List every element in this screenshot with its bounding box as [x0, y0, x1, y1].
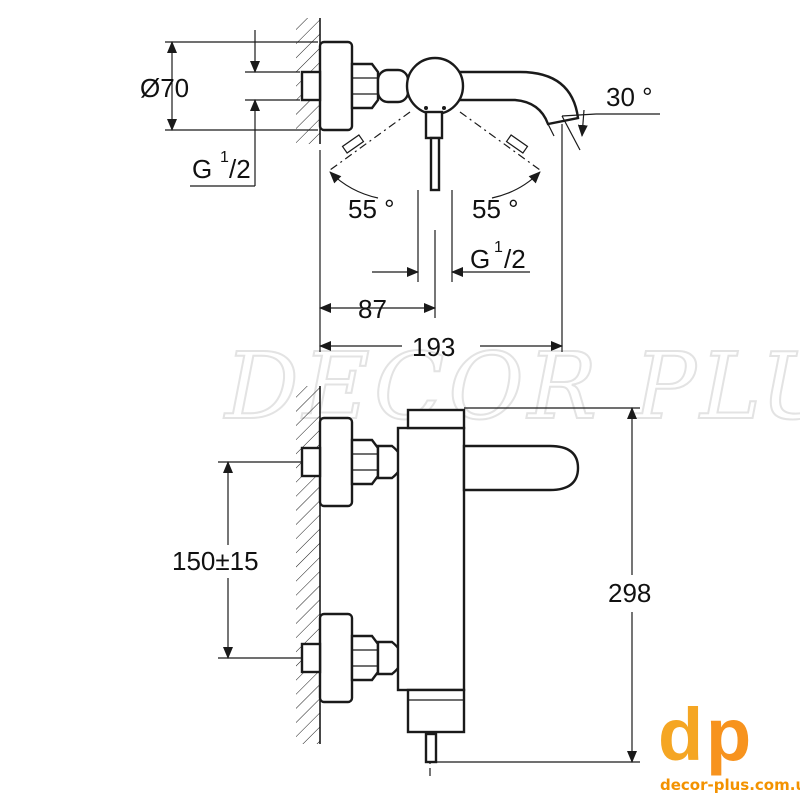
label-thread-bottom: G — [470, 244, 490, 274]
top-view — [165, 18, 660, 352]
front-rosette-lower — [318, 612, 354, 704]
front-view — [218, 386, 640, 780]
front-lever — [462, 444, 580, 492]
label-87: 87 — [358, 294, 387, 324]
top-lever — [429, 136, 441, 192]
front-wall-hatch — [296, 386, 320, 744]
front-outlet — [424, 732, 438, 764]
top-lever-ghost-left — [329, 111, 411, 171]
front-rosette-upper — [318, 416, 354, 508]
top-inlet-stub — [300, 70, 322, 102]
front-nut-lower — [350, 634, 380, 682]
label-thread-left-num: 1 — [220, 149, 229, 166]
label-150: 150±15 — [172, 546, 259, 576]
front-body — [396, 426, 466, 692]
label-angle-spout: 30 ° — [606, 82, 653, 112]
label-thread-left: G — [192, 154, 212, 184]
top-connector — [376, 68, 410, 104]
logo-letter-p: p — [706, 693, 751, 776]
top-hex-nut — [350, 62, 380, 110]
logo-letter-d: d — [658, 693, 703, 776]
top-valve-body — [405, 56, 465, 116]
front-inlet-lower — [300, 642, 322, 674]
top-rosette — [318, 40, 354, 132]
front-nut-upper — [350, 438, 380, 486]
angle-arc-left — [329, 171, 379, 199]
label-angle-right: 55 ° — [472, 194, 519, 224]
label-298: 298 — [608, 578, 651, 608]
top-spout — [453, 70, 580, 126]
decor-plus-logo: d p decor-plus.com.ua — [658, 693, 800, 794]
angle-arc-right — [491, 171, 541, 199]
angle-arc-spout — [577, 109, 588, 137]
top-lever-base — [424, 110, 444, 140]
front-top-cap — [406, 408, 466, 430]
label-193: 193 — [412, 332, 455, 362]
label-thread-bottom-num: 1 — [494, 239, 503, 256]
front-diverter — [406, 688, 466, 734]
logo-url: decor-plus.com.ua — [660, 776, 800, 794]
front-inlet-upper — [300, 446, 322, 478]
label-diameter: Ø70 — [140, 73, 189, 103]
label-thread-bottom-den: /2 — [504, 244, 526, 274]
top-lever-ghost-right — [459, 111, 541, 171]
label-thread-left-den: /2 — [229, 154, 251, 184]
label-angle-left: 55 ° — [348, 194, 395, 224]
